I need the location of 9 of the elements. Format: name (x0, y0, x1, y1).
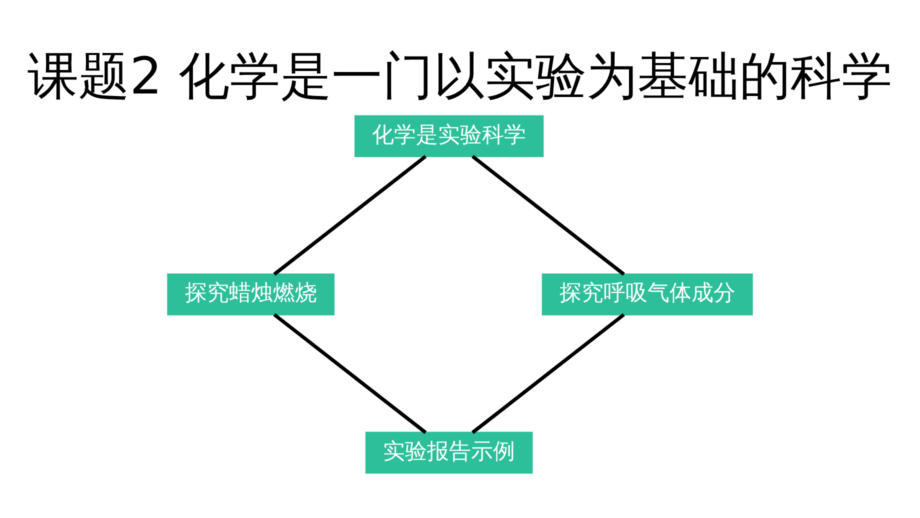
diagram-title: 课题2 化学是一门以实验为基础的科学 (28, 47, 892, 106)
connector (471, 154, 625, 276)
node-box: 实验报告示例 (365, 432, 533, 474)
node-box: 化学是实验科学 (354, 115, 544, 158)
node-box: 探究蜡烛燃烧 (167, 274, 334, 316)
node-box: 探究呼吸气体成分 (542, 274, 753, 316)
connector (273, 313, 427, 434)
connector (471, 313, 625, 434)
connector (273, 154, 427, 276)
